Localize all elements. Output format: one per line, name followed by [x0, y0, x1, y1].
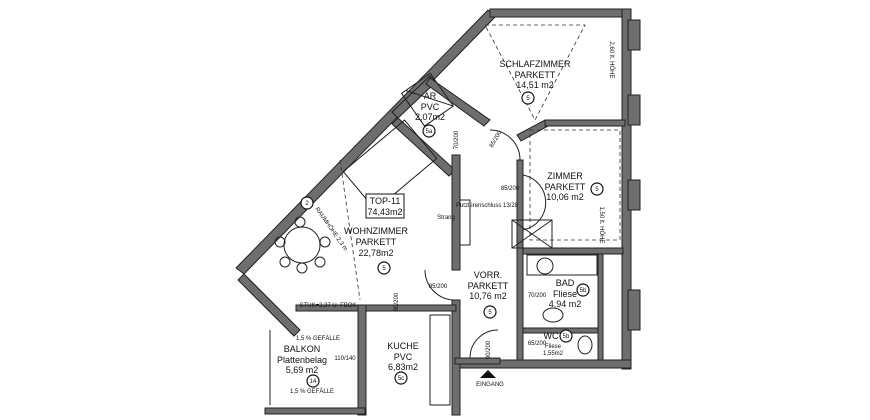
room-floor: PARKETT	[515, 70, 556, 80]
kitchen-counter	[429, 314, 451, 406]
room-code: 5	[382, 266, 386, 272]
room-name: VORR.	[474, 270, 503, 280]
room-floor: PARKETT	[356, 237, 397, 247]
room-code: 5a	[426, 129, 433, 135]
svg-text:110/140: 110/140	[334, 356, 356, 362]
toilet	[577, 335, 593, 355]
svg-text:1,50 lt. HÖHE: 1,50 lt. HÖHE	[598, 206, 605, 243]
svg-text:65/200: 65/200	[528, 341, 547, 347]
room-area: 5,69 m2	[286, 365, 319, 375]
room-code: 5	[488, 310, 492, 316]
room-code: 5c	[398, 376, 404, 382]
room-name: WC	[544, 331, 559, 341]
door-swing-schlaf	[489, 129, 521, 161]
door-swing-zimmer	[522, 174, 547, 231]
sofa	[342, 119, 438, 211]
room-area: 22,78m2	[358, 248, 393, 258]
room-zimmer: ZIMMER PARKETT 10,06 m2 5	[545, 171, 604, 202]
room-name: KUCHE	[387, 341, 419, 351]
outer-walls	[235, 8, 641, 416]
svg-text:Putzlürenschluss 13/28: Putzlürenschluss 13/28	[456, 203, 519, 209]
room-code: 14	[310, 379, 317, 385]
door-swing-entry	[469, 329, 499, 359]
interior-walls	[365, 75, 626, 416]
room-floor: Plattenbelag	[277, 355, 327, 365]
room-code: 5	[595, 187, 599, 193]
wardrobe-zimmer	[511, 219, 553, 249]
svg-text:90/200: 90/200	[486, 340, 492, 359]
room-area: 2,07m2	[415, 112, 445, 122]
room-ar: AR PVC 2,07m2 5a	[415, 91, 445, 138]
room-area: 6,83m2	[388, 362, 418, 372]
room-area: 10,76 m2	[469, 291, 507, 301]
room-wc: WC Fliese 1,55m2 5b	[543, 329, 573, 357]
room-schlafzimmer: SCHLAFZIMMER PARKETT 14,51 m2 5	[499, 59, 571, 105]
svg-text:Strang: Strang	[437, 215, 455, 221]
room-balkon: 1,5 % GEFÄLLE BALKON Plattenbelag 5,69 m…	[277, 335, 340, 395]
room-vorraum: VORR. PARKETT 10,76 m2 5	[468, 270, 509, 319]
room-bad: BAD Fliese 4,94 m2 5b	[549, 278, 590, 309]
room-name: SCHLAFZIMMER	[499, 59, 571, 69]
bed-outline	[484, 24, 586, 121]
sink	[542, 307, 564, 323]
svg-text:70/200: 70/200	[528, 293, 547, 299]
entrance-label: EINGANG	[476, 382, 504, 388]
room-name: ZIMMER	[547, 171, 583, 181]
washing-machine	[536, 257, 554, 275]
room-area: 14,51 m2	[516, 80, 554, 90]
bathtub	[526, 254, 598, 276]
room-floor: Fliese	[545, 344, 562, 350]
room-name: WOHNZIMMER	[344, 226, 408, 236]
room-floor: PVC	[394, 352, 413, 362]
svg-text:2: 2	[305, 201, 309, 207]
svg-text:1,5 % GEFÄLLE: 1,5 % GEFÄLLE	[290, 388, 334, 395]
room-floor: PVC	[421, 102, 440, 112]
room-floor: PARKETT	[545, 182, 586, 192]
svg-text:1,5 % GEFÄLLE: 1,5 % GEFÄLLE	[296, 335, 340, 342]
svg-text:TOP-11: TOP-11	[370, 196, 401, 206]
entrance-arrow-icon	[480, 370, 496, 378]
room-name: BALKON	[284, 344, 321, 354]
room-code: 5b	[563, 334, 570, 340]
room-name: BAD	[556, 278, 575, 288]
bed-outline-zimmer	[529, 129, 621, 241]
svg-text:80/200: 80/200	[394, 292, 400, 311]
room-area: 10,06 m2	[546, 192, 584, 202]
svg-text:2,60 lt. HÖHE: 2,60 lt. HÖHE	[608, 41, 615, 78]
room-floor: Fliese	[553, 289, 577, 299]
room-code: 5	[526, 96, 530, 102]
room-area: 4,94 m2	[549, 299, 582, 309]
shaft	[459, 199, 471, 246]
room-kueche: KUCHE PVC 6,83m2 5c	[387, 341, 419, 385]
svg-text:85/200: 85/200	[489, 129, 504, 148]
svg-text:70/200: 70/200	[454, 130, 460, 149]
dining-table	[283, 226, 321, 264]
wardrobe	[400, 72, 454, 127]
svg-text:85/200: 85/200	[429, 284, 448, 290]
room-name: AR	[424, 91, 437, 101]
svg-text:STUK=2,37 U. FBOK: STUK=2,37 U. FBOK	[300, 303, 357, 309]
room-floor: PARKETT	[468, 281, 509, 291]
unit-label: TOP-11 74,43m2	[365, 193, 405, 219]
door-swing-wohn	[424, 269, 456, 301]
room-area: 1,55m2	[543, 351, 564, 357]
svg-text:85/200: 85/200	[501, 186, 520, 192]
room-wohnzimmer: WOHNZIMMER PARKETT 22,78m2 5 2	[300, 196, 408, 275]
room-code: 5b	[580, 288, 587, 294]
svg-text:74,43m2: 74,43m2	[367, 207, 402, 217]
